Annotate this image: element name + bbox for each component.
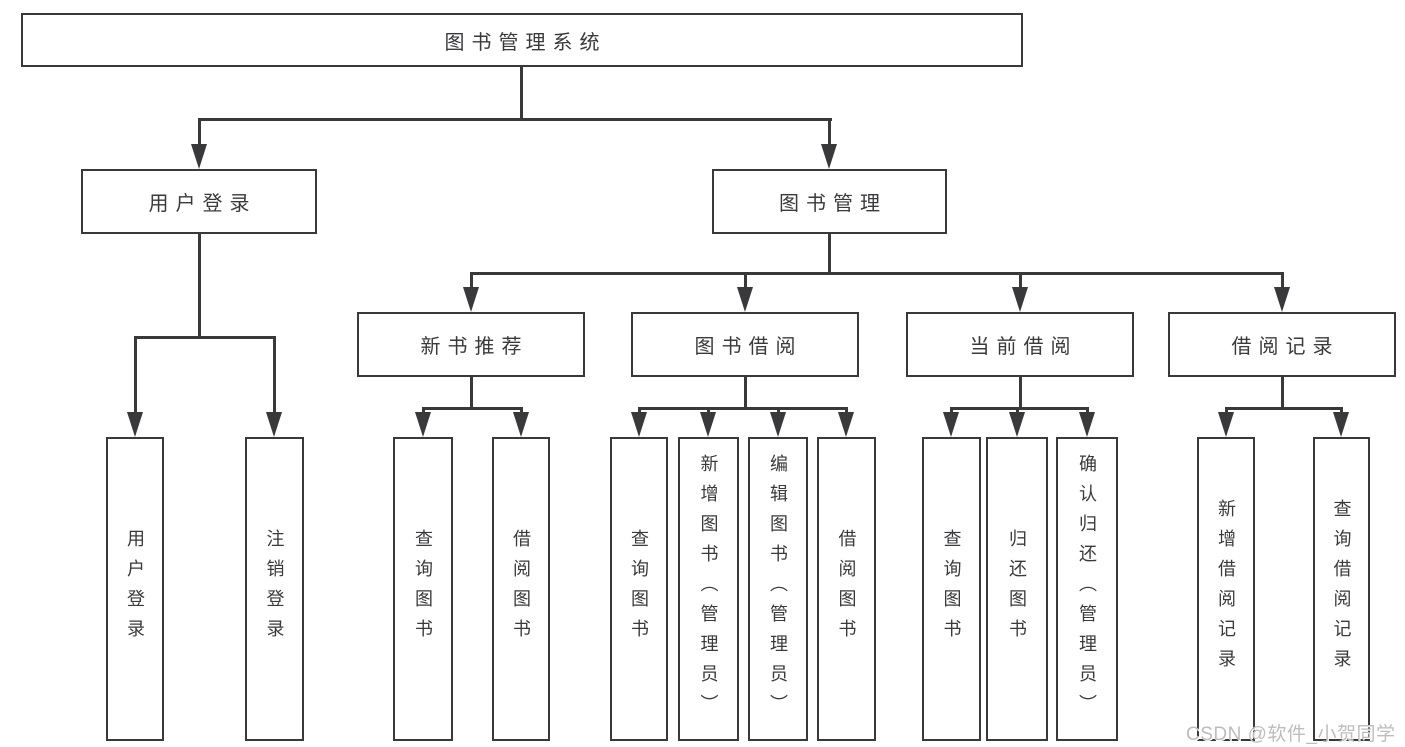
leaf-logout-login: 注销登录 (245, 437, 304, 741)
arrow-down-icon (1333, 412, 1349, 437)
connector-line (707, 407, 710, 415)
arrow-down-icon (463, 287, 479, 312)
leaf-nb-query-books: 查询图书 (393, 437, 453, 741)
node-current-borrow: 当前借阅 (906, 312, 1134, 377)
connector-line (422, 407, 523, 410)
leaf-label: 编辑图书（管理员） (768, 454, 788, 724)
watermark: CSDN @软件_小贺同学 (1186, 724, 1396, 745)
leaf-user-login: 用户登录 (106, 437, 164, 741)
leaf-label: 借阅图书 (836, 529, 857, 649)
connector-line (198, 118, 832, 121)
arrow-down-icon (191, 144, 207, 169)
node-label: 图书借阅 (694, 336, 803, 358)
arrow-down-icon (513, 412, 529, 437)
leaf-cur-confirm-return-admin: 确认归还（管理员） (1056, 437, 1118, 741)
node-new-book-recommend: 新书推荐 (357, 312, 585, 377)
leaf-bw-add-books-admin: 新增图书（管理员） (678, 437, 739, 741)
arrow-down-icon (821, 144, 837, 169)
leaf-label: 确认归还（管理员） (1077, 454, 1097, 724)
arrow-down-icon (700, 412, 716, 437)
node-label: 图书管理系统 (444, 31, 607, 54)
arrow-down-icon (737, 287, 753, 312)
leaf-label: 查询图书 (941, 529, 962, 649)
leaf-label: 新增图书（管理员） (698, 454, 719, 724)
connector-line (134, 336, 137, 414)
connector-line (1281, 377, 1284, 409)
node-label: 当前借阅 (969, 336, 1078, 358)
leaf-bw-edit-books-admin: 编辑图书（管理员） (748, 437, 808, 741)
leaf-cur-return-books: 归还图书 (986, 437, 1048, 741)
connector-line (845, 407, 848, 415)
node-library-system-root: 图书管理系统 (21, 13, 1023, 67)
connector-line (744, 272, 747, 290)
connector-line (470, 377, 473, 409)
leaf-label: 借阅图书 (511, 529, 531, 649)
arrow-down-icon (770, 412, 786, 437)
node-book-borrow: 图书借阅 (631, 312, 859, 377)
leaf-nb-borrow-books: 借阅图书 (492, 437, 550, 741)
connector-line (744, 377, 747, 409)
leaf-label: 查询图书 (629, 529, 649, 649)
leaf-label: 用户登录 (125, 529, 145, 649)
connector-line (1019, 272, 1022, 290)
leaf-rec-query-borrow-record: 查询借阅记录 (1313, 437, 1370, 741)
node-label: 图书管理 (779, 193, 887, 215)
leaf-label: 归还图书 (1007, 529, 1027, 649)
arrow-down-icon (1009, 412, 1025, 437)
connector-line (198, 118, 201, 148)
leaf-label: 注销登录 (264, 529, 285, 649)
arrow-down-icon (838, 412, 854, 437)
arrow-down-icon (1218, 412, 1234, 437)
node-borrow-records: 借阅记录 (1168, 312, 1396, 377)
arrow-down-icon (266, 412, 282, 437)
arrow-down-icon (1079, 412, 1095, 437)
connector-line (950, 407, 1089, 410)
leaf-rec-add-borrow-record: 新增借阅记录 (1197, 437, 1255, 741)
connector-line (134, 336, 276, 339)
connector-line (1225, 407, 1228, 415)
connector-line (520, 67, 523, 120)
leaf-bw-query-books: 查询图书 (610, 437, 668, 741)
node-label: 新书推荐 (420, 336, 529, 358)
connector-line (1016, 407, 1019, 415)
node-book-management: 图书管理 (712, 169, 947, 234)
connector-line (638, 407, 641, 415)
leaf-label: 查询借阅记录 (1331, 499, 1352, 679)
arrow-down-icon (1012, 287, 1028, 312)
connector-line (422, 407, 425, 415)
connector-line (828, 118, 831, 148)
connector-line (1086, 407, 1089, 415)
connector-line (1225, 407, 1343, 410)
leaf-label: 查询图书 (413, 529, 433, 649)
connector-line (638, 407, 848, 410)
arrow-down-icon (127, 412, 143, 437)
connector-line (470, 272, 1284, 275)
node-label: 用户登录 (148, 193, 257, 215)
connector-line (777, 407, 780, 415)
leaf-cur-query-books: 查询图书 (922, 437, 981, 741)
connector-line (1019, 377, 1022, 409)
connector-line (828, 234, 831, 274)
leaf-label: 新增借阅记录 (1216, 499, 1236, 679)
connector-line (198, 234, 201, 336)
connector-line (1340, 407, 1343, 415)
arrow-down-icon (631, 412, 647, 437)
node-label: 借阅记录 (1231, 336, 1340, 358)
connector-line (520, 407, 523, 415)
arrow-down-icon (415, 412, 431, 437)
connector-line (273, 336, 276, 414)
connector-line (1281, 272, 1284, 290)
connector-line (470, 272, 473, 290)
arrow-down-icon (943, 412, 959, 437)
connector-line (950, 407, 953, 415)
leaf-bw-borrow-books: 借阅图书 (817, 437, 876, 741)
node-user-login: 用户登录 (81, 169, 317, 234)
arrow-down-icon (1274, 287, 1290, 312)
